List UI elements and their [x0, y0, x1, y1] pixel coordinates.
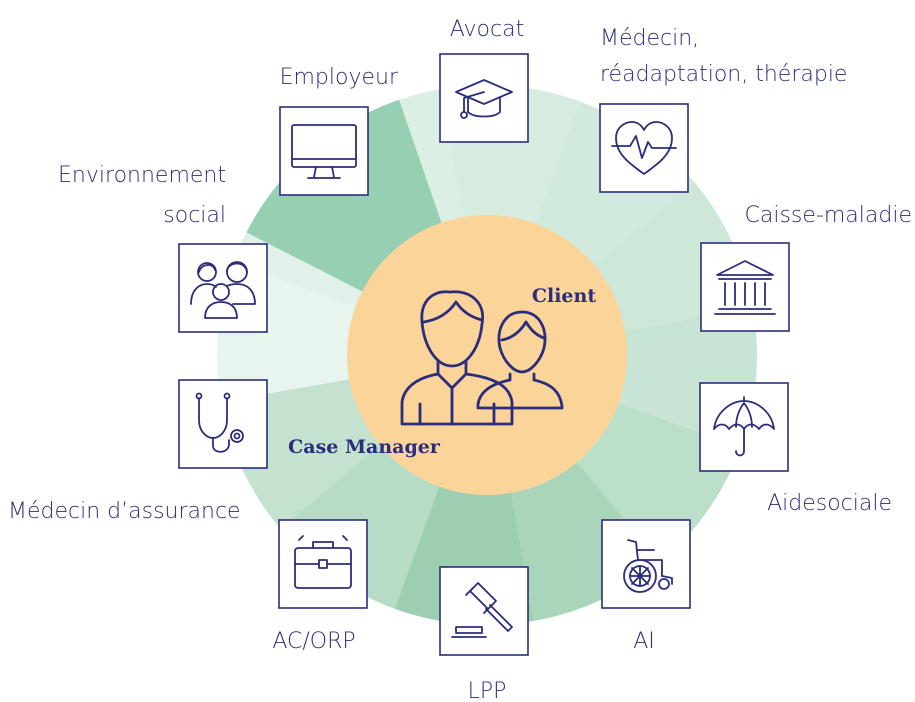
bank-icon	[714, 260, 776, 315]
node-environnement-social: Environnement social	[58, 163, 268, 333]
node-ai: AI	[601, 519, 691, 654]
stakeholder-nodes: Avocat Médecin, réadaptation, thérapieCais…	[8, 17, 912, 702]
node-medecin-therapie: Médecin, réadaptation, thérapie	[599, 26, 847, 193]
node-aidesociale: Aidesociale	[699, 382, 892, 516]
node-box	[601, 519, 691, 609]
node-box	[278, 519, 368, 609]
node-ac-orp: AC/ORP	[272, 519, 368, 654]
node-label: Médecin,	[600, 26, 699, 51]
node-box	[279, 106, 369, 196]
node-medecin-assurance: Médecin d’assurance	[8, 379, 268, 524]
gavel-icon	[451, 582, 513, 638]
node-label: Aidesociale	[767, 491, 892, 516]
stethoscope-icon	[195, 392, 244, 453]
briefcase-icon	[294, 535, 352, 589]
wheelchair-icon	[623, 539, 673, 593]
node-box	[439, 53, 529, 143]
node-box	[178, 379, 268, 469]
node-label: Avocat	[450, 17, 524, 42]
people-icon	[400, 290, 564, 426]
client-label: Client	[532, 285, 596, 307]
node-label: Employeur	[280, 65, 399, 90]
node-label: Caisse-maladie	[745, 203, 912, 228]
node-avocat: Avocat	[439, 17, 529, 143]
node-label: AC/ORP	[272, 629, 355, 654]
node-box	[439, 566, 529, 656]
node-label: LPP	[468, 679, 507, 702]
node-label: AI	[633, 629, 655, 654]
heart-rate-icon	[611, 121, 677, 175]
node-label: Environnement	[58, 163, 226, 188]
case-manager-label: Case Manager	[288, 436, 441, 458]
node-label: Médecin d’assurance	[8, 499, 241, 524]
node-caisse-maladie: Caisse-maladie	[700, 203, 912, 332]
node-employeur: Employeur	[279, 65, 399, 196]
family-icon	[190, 261, 256, 319]
graduation-cap-icon	[455, 79, 513, 119]
node-label: réadaptation, thérapie	[600, 62, 847, 87]
monitor-icon	[291, 124, 357, 179]
node-label: social	[163, 203, 226, 228]
umbrella-icon	[713, 396, 775, 457]
node-lpp: LPP	[439, 566, 529, 702]
